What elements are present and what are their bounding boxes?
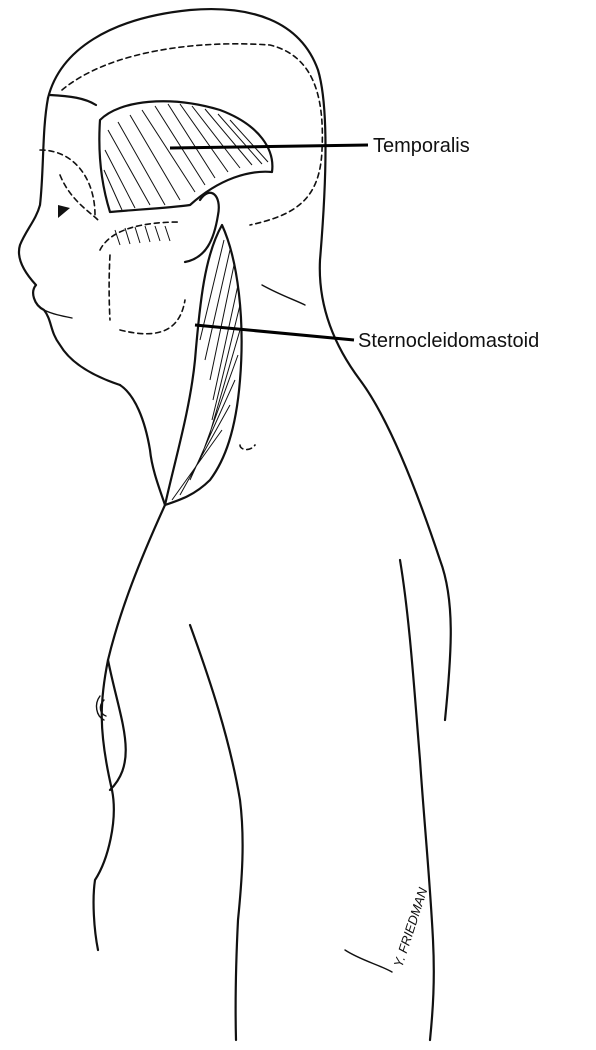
head-outline: [48, 9, 451, 720]
temporalis-muscle: [99, 101, 272, 245]
neck-base-dashed: [240, 445, 255, 450]
temporalis-label: Temporalis: [373, 135, 470, 157]
face-dashed-outline: [60, 175, 185, 334]
hairline: [50, 95, 96, 105]
chest: [108, 660, 126, 790]
face-profile: [19, 98, 120, 385]
scalp-dashed-outline: [62, 44, 322, 225]
torso-front: [94, 505, 165, 950]
eye: [58, 205, 70, 218]
ear: [185, 193, 219, 262]
sternocleidomastoid-muscle: [165, 225, 242, 505]
arm-front: [190, 625, 243, 1040]
jaw-line: [120, 385, 165, 505]
elbow-crease: [345, 950, 392, 972]
temporalis-leader-line: [170, 145, 368, 148]
artist-signature: Y. FRIEDMAN: [391, 885, 431, 969]
nape: [262, 285, 305, 305]
sternocleidomastoid-label: Sternocleidomastoid: [358, 330, 539, 352]
eye-dashed: [40, 150, 95, 215]
